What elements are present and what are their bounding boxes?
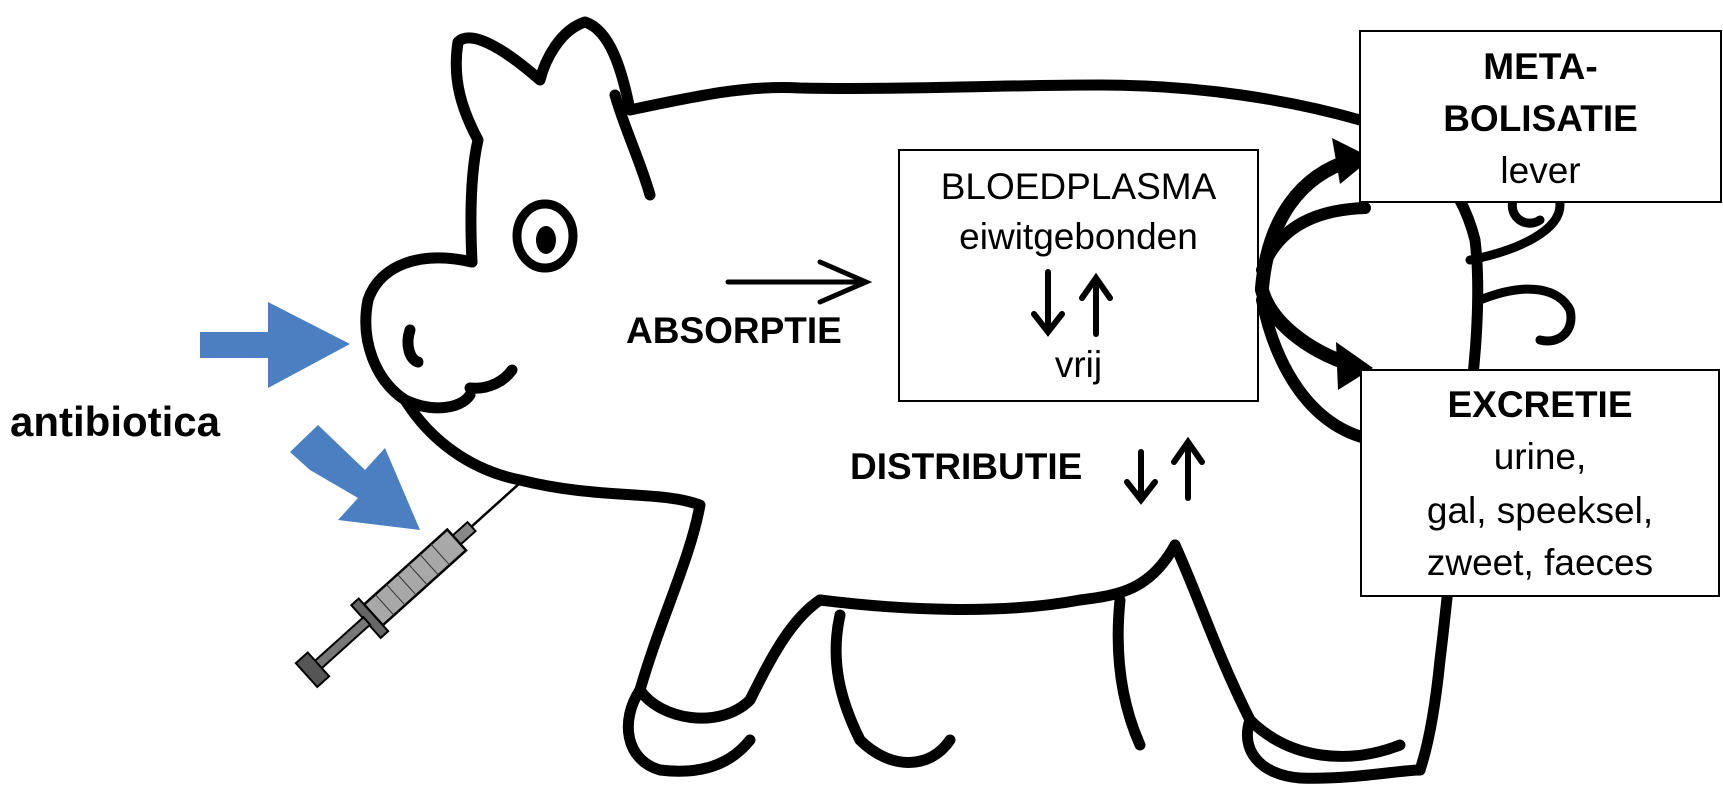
pig-snout <box>366 258 472 408</box>
distribution-label: DISTRIBUTIE <box>850 446 1082 488</box>
input-arrows <box>200 302 420 530</box>
excretion-route-1: urine, <box>1361 436 1719 478</box>
excretion-title: EXCRETIE <box>1361 384 1719 426</box>
metabolism-organ: lever <box>1360 150 1721 192</box>
pig-nostril <box>408 330 418 362</box>
input-label: antibiotica <box>10 398 220 446</box>
pig-rear-curve <box>1480 289 1571 341</box>
pig-back-leg-front <box>1118 600 1140 745</box>
excretion-route-3: zweet, faeces <box>1361 542 1719 584</box>
elimination-arrows <box>1262 160 1365 438</box>
pig-jaw <box>405 400 520 480</box>
plasma-bound-label: eiwitgebonden <box>899 216 1258 258</box>
pig-mouth <box>470 370 512 388</box>
plasma-title: BLOEDPLASMA <box>899 166 1258 208</box>
pig-front-chest <box>520 480 820 718</box>
injection-input-arrow <box>290 425 420 530</box>
excretion-route-2: gal, speeksel, <box>1361 490 1719 532</box>
metabolism-title-line2: BOLISATIE <box>1360 98 1721 140</box>
plasma-free-label: vrij <box>899 344 1258 386</box>
syringe-icon <box>292 468 533 691</box>
oral-input-arrow <box>200 302 350 388</box>
absorption-label: ABSORPTIE <box>626 310 842 352</box>
pig-eye <box>517 204 573 268</box>
metabolism-title-line1: META- <box>1360 46 1721 88</box>
pig-front-leg-back <box>836 615 950 763</box>
distribution-arrows <box>1127 442 1202 500</box>
absorption-arrow <box>728 262 866 302</box>
